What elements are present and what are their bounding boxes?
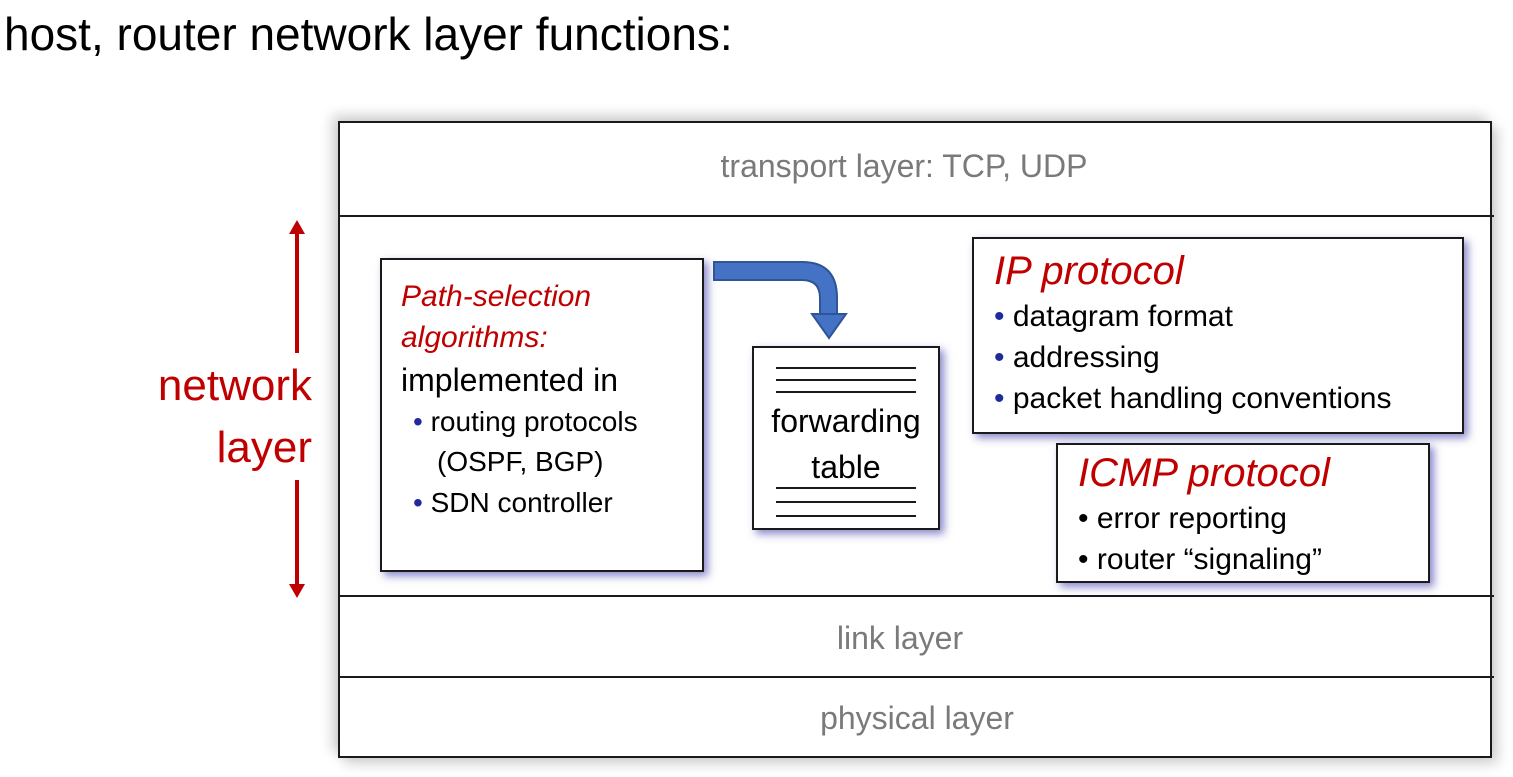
link-physical-divider [340, 676, 1494, 678]
ip-bullet-2: addressing [1012, 341, 1160, 374]
icmp-protocol-box [1056, 443, 1430, 583]
transport-layer-label: transport layer: TCP, UDP [720, 148, 1088, 184]
path-selection-heading-line2: algorithms: [401, 321, 548, 354]
forwarding-table-label-line1: forwarding [771, 403, 921, 439]
list-item: • routing protocols [413, 402, 638, 442]
list-item: • packet handling conventions [994, 378, 1391, 419]
network-layer-double-arrow-icon [289, 220, 305, 598]
path-selection-content: Path-selection algorithms: implemented i… [401, 276, 638, 524]
bullet-icon: • [1078, 543, 1089, 576]
icmp-bullet-2: router “signaling” [1096, 543, 1322, 576]
network-layer-label-line2: layer [216, 423, 312, 472]
path-selection-bullet-1-line2: (OSPF, BGP) [437, 446, 604, 477]
path-selection-box [380, 258, 704, 572]
network-layer-label-line1: network [157, 361, 312, 410]
network-layer-label: network layer [100, 355, 312, 479]
link-layer-label: link layer [836, 620, 964, 656]
icmp-bullet-1: error reporting [1096, 502, 1287, 535]
page-title: host, router network layer functions: [4, 8, 733, 60]
forwarding-table-box [752, 346, 940, 530]
forwarding-table-lines-icon [776, 367, 916, 517]
bullet-icon: • [994, 300, 1005, 333]
bullet-icon: • [413, 406, 423, 437]
list-item: • datagram format [994, 296, 1391, 337]
bullet-icon: • [994, 341, 1005, 374]
ip-bullet-1: datagram format [1012, 300, 1233, 333]
transport-network-divider [340, 215, 1494, 217]
path-selection-bullet-2: SDN controller [430, 487, 613, 518]
list-item: • SDN controller [413, 482, 638, 524]
ip-bullet-3: packet handling conventions [1012, 382, 1392, 415]
curved-arrow-icon [713, 261, 848, 340]
list-item: • error reporting [1078, 498, 1330, 539]
path-selection-heading-line1: Path-selection [401, 280, 592, 313]
bullet-icon: • [994, 382, 1005, 415]
bullet-icon: • [413, 487, 423, 518]
list-item: • addressing [994, 337, 1391, 378]
path-selection-bullet-1-line1: routing protocols [430, 406, 638, 437]
path-selection-subheading: implemented in [401, 362, 618, 398]
ip-protocol-content: IP protocol • datagram format • addressi… [994, 246, 1391, 419]
icmp-protocol-heading: ICMP protocol [1078, 451, 1330, 495]
network-link-divider [340, 595, 1494, 597]
ip-protocol-box [972, 237, 1464, 434]
forwarding-table-label-line2: table [811, 449, 881, 485]
bullet-icon: • [1078, 502, 1089, 535]
forwarding-table-label: forwarding table [752, 398, 940, 490]
physical-layer-label: physical layer [820, 700, 1014, 736]
path-selection-bullets: • routing protocols (OSPF, BGP) • SDN co… [401, 402, 638, 524]
list-item: • router “signaling” [1078, 539, 1330, 580]
icmp-protocol-content: ICMP protocol • error reporting • router… [1078, 448, 1330, 580]
ip-protocol-heading: IP protocol [994, 249, 1184, 293]
